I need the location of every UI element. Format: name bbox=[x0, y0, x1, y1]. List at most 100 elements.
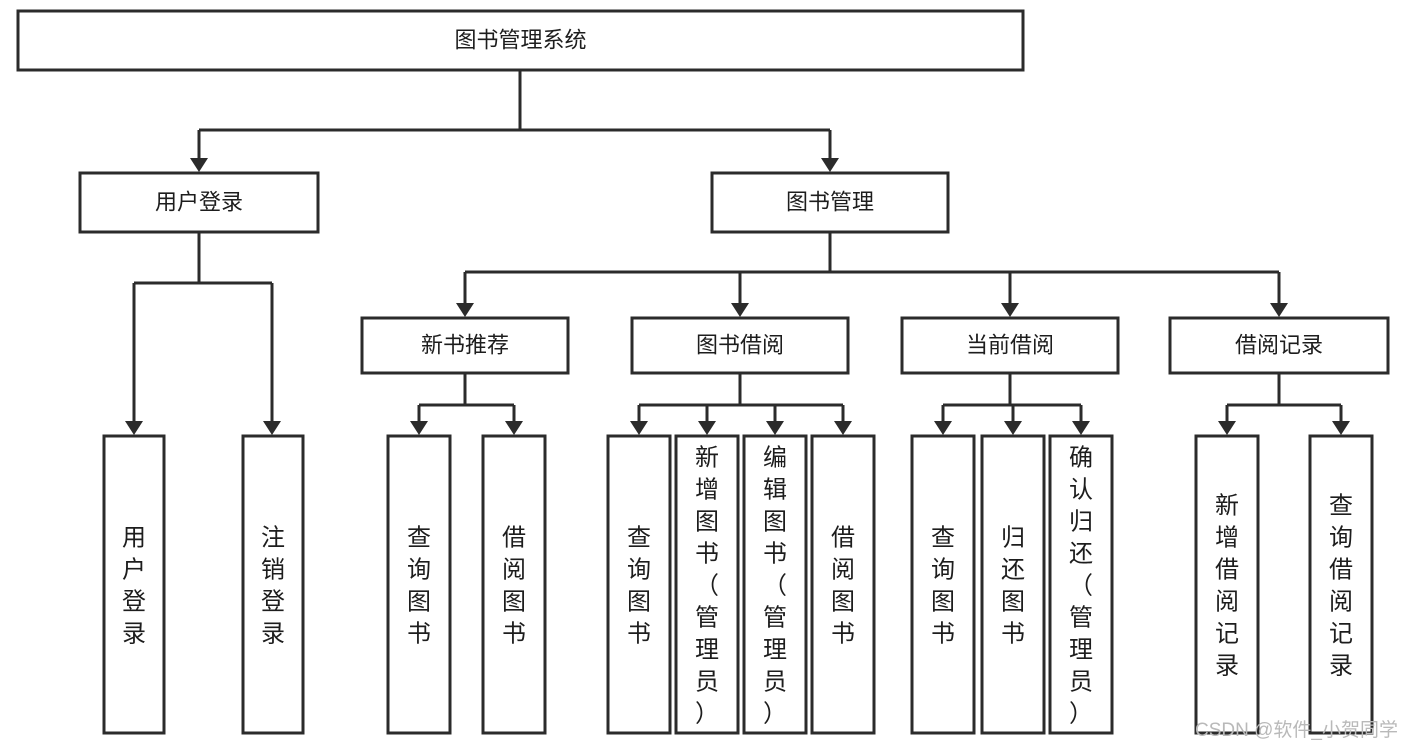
node-label-char: ） bbox=[763, 700, 787, 727]
node-label-char: 员 bbox=[1069, 668, 1093, 695]
node-leaf-user-login[interactable]: 用户登录 bbox=[102, 434, 166, 735]
node-box-leaf-query-borrow-record bbox=[1308, 434, 1374, 735]
node-box-current-borrow bbox=[900, 316, 1120, 375]
node-label-char: 理 bbox=[763, 636, 787, 663]
arrowhead-arrow-cur-l2 bbox=[1004, 421, 1022, 435]
node-label-char: 归 bbox=[1069, 508, 1093, 535]
arrowhead-arrow-cur-l1 bbox=[934, 421, 952, 435]
node-label-char: 书 bbox=[931, 620, 955, 647]
node-label-char: 员 bbox=[763, 668, 787, 695]
node-label-char: 户 bbox=[122, 556, 146, 583]
node-label-char: 书 bbox=[763, 540, 787, 567]
node-borrow-record[interactable]: 借阅记录 bbox=[1168, 316, 1390, 375]
node-label-char: 询 bbox=[627, 556, 651, 583]
node-root[interactable]: 图书管理系统 bbox=[16, 9, 1025, 72]
node-label-char: 增 bbox=[695, 476, 719, 503]
node-label-char: 记 bbox=[1215, 620, 1239, 647]
node-label-char: 阅 bbox=[1215, 588, 1239, 615]
node-label-char: 图 bbox=[1001, 588, 1025, 615]
node-label-char: ） bbox=[695, 700, 719, 727]
arrowhead-arrow-rec-l2 bbox=[505, 421, 523, 435]
connectors-layer bbox=[132, 70, 1343, 423]
node-book-management[interactable]: 图书管理 bbox=[710, 171, 950, 234]
node-box-borrow-record bbox=[1168, 316, 1390, 375]
node-label-user-login: 用户登录 bbox=[155, 189, 243, 214]
node-label-char: 登 bbox=[261, 588, 285, 615]
arrowhead-arrow-rec-l1 bbox=[410, 421, 428, 435]
node-label-char: 登 bbox=[122, 588, 146, 615]
node-label-char: 管 bbox=[763, 604, 787, 631]
node-label-char: 录 bbox=[122, 620, 146, 647]
node-label-char: 认 bbox=[1069, 476, 1093, 503]
node-box-leaf-query-book-2 bbox=[606, 434, 672, 735]
node-box-new-book-recommend bbox=[360, 316, 570, 375]
node-label-char: 图 bbox=[931, 588, 955, 615]
node-label-char: 询 bbox=[1329, 524, 1353, 551]
arrowhead-arrow-user-leaf1 bbox=[125, 421, 143, 435]
node-label-char: 询 bbox=[407, 556, 431, 583]
node-new-book-recommend[interactable]: 新书推荐 bbox=[360, 316, 570, 375]
node-label-char: 归 bbox=[1001, 524, 1025, 551]
node-label-char: 还 bbox=[1069, 540, 1093, 567]
node-box-book-management bbox=[710, 171, 950, 234]
node-label-char: 员 bbox=[695, 668, 719, 695]
arrowhead-arrow-c1 bbox=[456, 303, 474, 317]
node-label-borrow-record: 借阅记录 bbox=[1235, 332, 1323, 357]
csdn-watermark: CSDN @软件_小贺同学 bbox=[1195, 719, 1398, 741]
node-label-char: 查 bbox=[407, 524, 431, 551]
node-box-leaf-confirm-return-admin bbox=[1048, 434, 1114, 735]
node-label-char: 图 bbox=[627, 588, 651, 615]
node-box-leaf-logout-login bbox=[241, 434, 305, 735]
node-label-char: 录 bbox=[261, 620, 285, 647]
node-label-book-borrow: 图书借阅 bbox=[696, 332, 784, 357]
arrowhead-arrow-bor-l3 bbox=[766, 421, 784, 435]
node-box-leaf-borrow-book-1 bbox=[481, 434, 547, 735]
node-label-char: 阅 bbox=[831, 556, 855, 583]
arrowhead-arrow-rcd-l1 bbox=[1218, 421, 1236, 435]
node-label-char: 新 bbox=[1215, 492, 1239, 519]
node-label-char: 书 bbox=[831, 620, 855, 647]
node-label-char: 书 bbox=[502, 620, 526, 647]
node-label-char: 图 bbox=[763, 508, 787, 535]
node-label-char: 图 bbox=[502, 588, 526, 615]
node-label-char: （ bbox=[763, 572, 787, 599]
node-label-char: 查 bbox=[931, 524, 955, 551]
node-label-char: 询 bbox=[931, 556, 955, 583]
node-label-char: 书 bbox=[407, 620, 431, 647]
node-box-book-borrow bbox=[630, 316, 850, 375]
node-label-current-borrow: 当前借阅 bbox=[966, 332, 1054, 357]
arrowhead-arrow-book-management bbox=[821, 158, 839, 172]
node-current-borrow[interactable]: 当前借阅 bbox=[900, 316, 1120, 375]
nodes-layer: 图书管理系统用户登录图书管理新书推荐图书借阅当前借阅借阅记录用户登录注销登录查询… bbox=[16, 9, 1390, 735]
node-label-char: （ bbox=[1069, 572, 1093, 599]
node-box-user-login bbox=[78, 171, 320, 234]
node-label-char: 新 bbox=[695, 444, 719, 471]
node-label-char: 书 bbox=[695, 540, 719, 567]
arrowhead-arrow-rcd-l2 bbox=[1332, 421, 1350, 435]
node-label-book-management: 图书管理 bbox=[786, 189, 874, 214]
node-label-char: 管 bbox=[1069, 604, 1093, 631]
node-box-leaf-query-book-3 bbox=[910, 434, 976, 735]
node-label-char: 借 bbox=[1329, 556, 1353, 583]
node-label-char: 查 bbox=[627, 524, 651, 551]
arrowhead-arrow-cur-l3 bbox=[1072, 421, 1090, 435]
node-label-char: 书 bbox=[1001, 620, 1025, 647]
node-book-borrow[interactable]: 图书借阅 bbox=[630, 316, 850, 375]
node-user-login[interactable]: 用户登录 bbox=[78, 171, 320, 234]
arrowhead-arrow-bor-l2 bbox=[698, 421, 716, 435]
node-label-char: 辑 bbox=[763, 476, 787, 503]
